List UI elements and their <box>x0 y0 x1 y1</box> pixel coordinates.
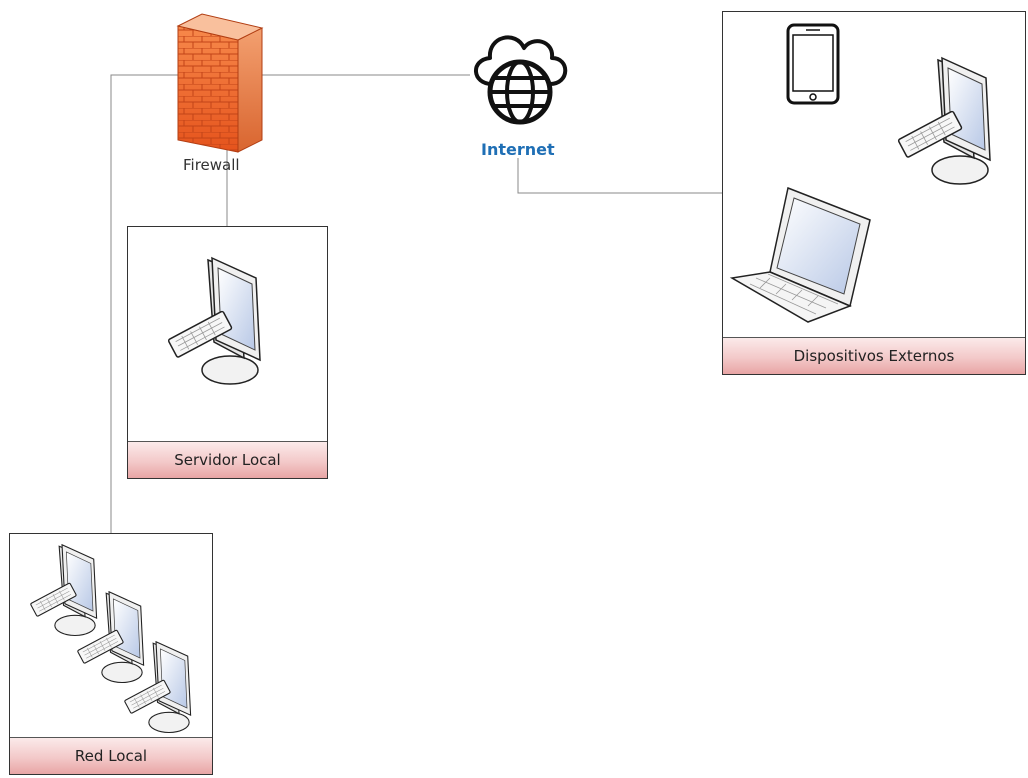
cloud-globe-icon <box>474 35 568 125</box>
servidor-local-label: Servidor Local <box>128 441 327 478</box>
servidor-local-group: Servidor Local <box>127 226 328 479</box>
desktop-computer-icon <box>897 57 991 185</box>
connection-lines <box>110 74 722 533</box>
red-local-label: Red Local <box>10 737 212 774</box>
laptop-icon <box>729 186 871 323</box>
red-local-group: Red Local <box>9 533 213 775</box>
dispositivos-externos-label: Dispositivos Externos <box>723 337 1025 374</box>
link-firewall-left <box>110 74 178 533</box>
smartphone-icon <box>786 23 840 105</box>
desktop-computer-icon <box>167 257 261 385</box>
firewall-label: Firewall <box>183 156 240 174</box>
firewall-icon <box>176 13 264 153</box>
internet-label: Internet <box>481 140 555 159</box>
dispositivos-externos-group: Dispositivos Externos <box>722 11 1026 375</box>
red-local-computers <box>29 544 192 734</box>
link-internet-externos <box>517 158 722 194</box>
desktop-computer-icon <box>29 544 98 637</box>
